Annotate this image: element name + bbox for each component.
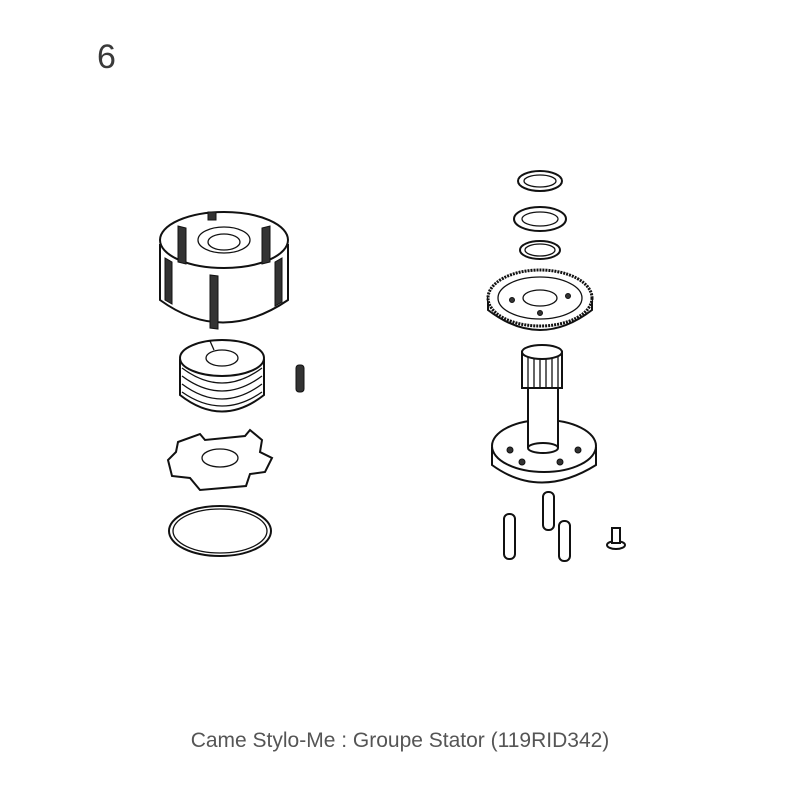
washer <box>513 206 567 232</box>
figure-number: 6 <box>97 38 116 76</box>
stator-coil <box>179 339 265 413</box>
o-ring <box>168 505 272 557</box>
circlip <box>517 170 563 192</box>
pin-small <box>295 364 305 393</box>
caption: Came Stylo-Me : Groupe Stator (119RID342… <box>190 729 610 752</box>
rotor-shaft <box>491 344 597 484</box>
gear-disc <box>486 268 594 331</box>
stator-housing <box>159 211 289 330</box>
dowel-pins <box>503 491 571 562</box>
retaining-ring <box>519 240 561 260</box>
screw <box>606 527 626 550</box>
star-plate <box>166 428 274 492</box>
